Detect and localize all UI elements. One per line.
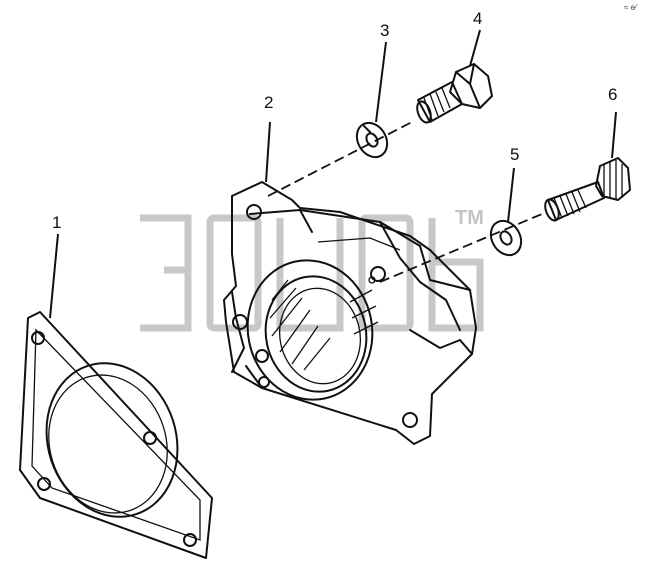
washer-part-5	[489, 219, 523, 257]
watermark-logo: TM	[140, 207, 484, 332]
callout-2: 2	[264, 93, 273, 112]
leader-line-1	[49, 233, 59, 319]
callout-1: 1	[52, 213, 61, 232]
callout-5: 5	[510, 145, 519, 164]
gasket-part-1	[19, 311, 213, 559]
assembly-axis-upper	[267, 121, 413, 197]
leader-line-2	[265, 121, 271, 183]
leader-line-5	[507, 167, 515, 223]
callout-4: 4	[473, 9, 482, 28]
lock-washer-part-3	[355, 121, 389, 159]
hex-bolt-part-4	[416, 63, 493, 124]
leader-line-3	[375, 41, 387, 123]
callout-6: 6	[608, 85, 617, 104]
leader-line-6	[611, 111, 617, 159]
callout-3: 3	[380, 21, 389, 40]
flange-housing-part-2	[223, 181, 477, 445]
corner-mark: ≈ e⁄	[624, 3, 638, 12]
watermark-tm: TM	[455, 207, 484, 229]
knurled-bolt-part-6	[544, 157, 631, 222]
leader-line-4	[469, 29, 481, 67]
